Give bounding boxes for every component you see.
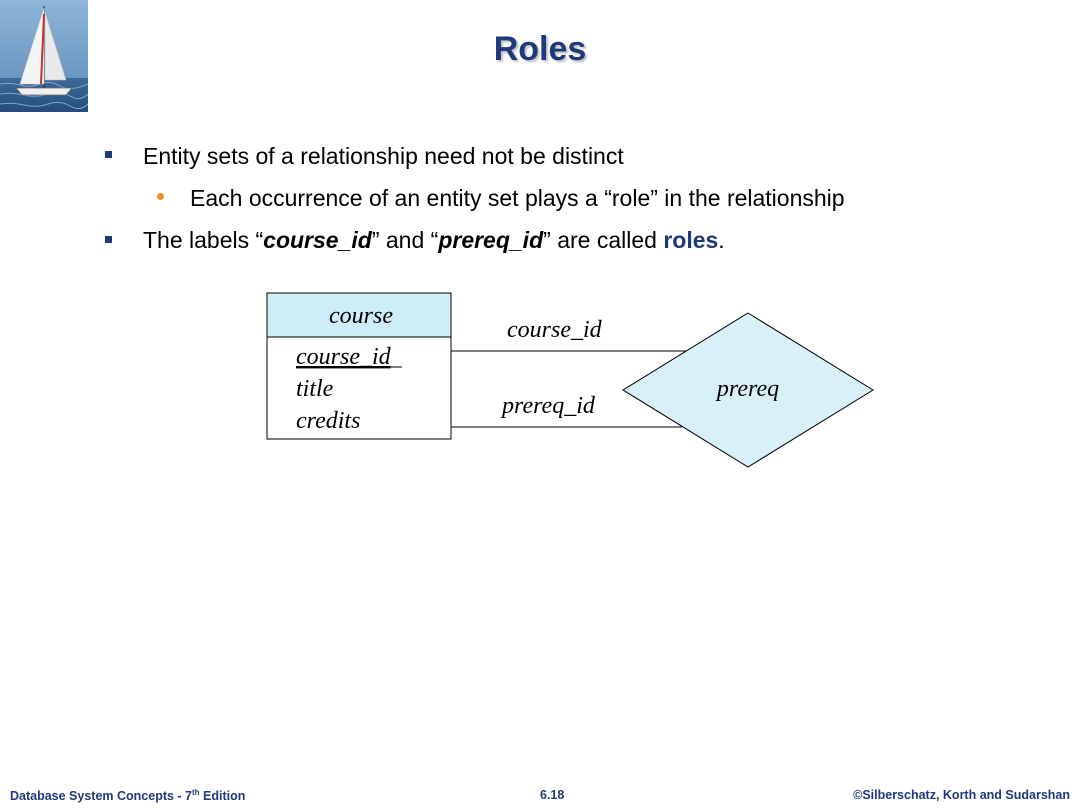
bullet-2-mid: ” and “	[371, 227, 439, 253]
bullet-1: Entity sets of a relationship need not b…	[143, 143, 624, 169]
footer-book-title: Database System Concepts - 7th Edition	[10, 788, 245, 803]
footer-book-edition: Edition	[199, 789, 246, 804]
role-term-course-id: course_id	[263, 227, 372, 253]
bullet-2-prefix: The labels “	[143, 227, 264, 253]
page-title: Roles	[493, 30, 587, 68]
relationship-diamond	[622, 312, 874, 468]
bullet-2-suffix: ” are called	[543, 227, 664, 253]
square-bullet-icon	[105, 151, 112, 158]
relationship-name: prereq	[715, 376, 779, 402]
attribute-primary-key: course_id	[296, 344, 392, 370]
entity-header	[266, 292, 452, 338]
footer-book-sup: th	[192, 788, 200, 797]
entity-course: course course_id title credits	[266, 292, 452, 440]
role-label-prereq-id: prereq_id	[500, 393, 596, 419]
role-term-prereq-id: prereq_id	[438, 227, 544, 253]
keyword-roles: roles	[663, 227, 719, 253]
role-label-course-id: course_id	[507, 317, 603, 343]
relationship-prereq: prereq	[622, 312, 874, 468]
bullet-list: Entity sets of a relationship need not b…	[0, 0, 1080, 300]
bullet-2-end: .	[718, 227, 725, 253]
entity-name: course	[329, 303, 393, 329]
footer-book-main: Database System Concepts - 7	[10, 789, 193, 804]
footer-page-number: 6.18	[540, 788, 565, 802]
round-bullet-icon	[157, 193, 164, 200]
entity-body	[266, 336, 452, 440]
attribute-credits: credits	[296, 408, 360, 434]
attribute-title: title	[296, 376, 334, 402]
footer-copyright: ©Silberschatz, Korth and Sudarshan	[853, 788, 1070, 802]
square-bullet-icon	[105, 236, 112, 243]
sub-bullet-1: Each occurrence of an entity set plays a…	[190, 185, 845, 211]
sailboat-logo-icon	[0, 0, 88, 112]
bullet-2: The labels “course_id” and “prereq_id” a…	[143, 227, 725, 254]
